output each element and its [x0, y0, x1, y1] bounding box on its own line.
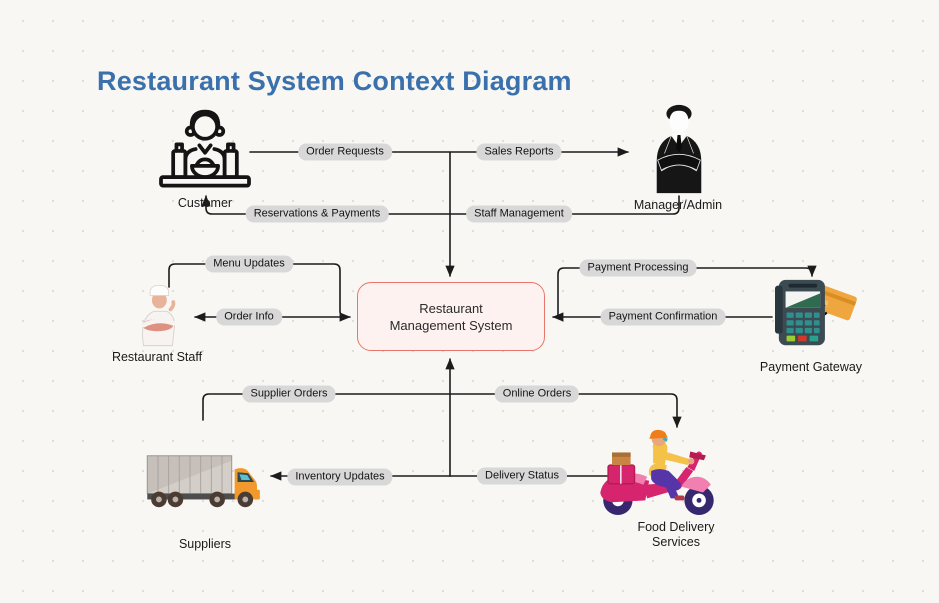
flow-label-staff-management: Staff Management: [466, 205, 572, 223]
entity-label-suppliers: Suppliers: [178, 537, 232, 551]
flow-label-online-orders: Online Orders: [494, 385, 580, 403]
delivery-truck-icon: [146, 455, 260, 508]
flow-label-reservations-payments: Reservations & Payments: [245, 205, 389, 223]
flow-label-sales-reports: Sales Reports: [476, 143, 562, 161]
entity-label-payment-gateway: Payment Gateway: [759, 360, 863, 374]
pos-terminal-card-icon: [775, 279, 857, 346]
flow-label-menu-updates: Menu Updates: [205, 255, 293, 273]
entity-label-food-delivery: Food Delivery Services: [637, 520, 715, 549]
entity-label-staff: Restaurant Staff: [111, 350, 203, 364]
flow-label-supplier-orders: Supplier Orders: [242, 385, 336, 403]
dining-customer-icon: [159, 109, 251, 188]
flow-label-inventory-updates: Inventory Updates: [287, 468, 393, 486]
flow-label-payment-processing: Payment Processing: [579, 259, 697, 277]
system-process-label: Restaurant Management System: [389, 300, 513, 333]
flow-label-payment-confirmation: Payment Confirmation: [600, 308, 726, 326]
system-process-box: Restaurant Management System: [357, 282, 545, 351]
flow-label-delivery-status: Delivery Status: [477, 467, 567, 485]
entity-label-customer: Customer: [177, 196, 233, 210]
chef-icon: [141, 284, 176, 347]
diagram-title: Restaurant System Context Diagram: [97, 66, 572, 96]
delivery-scooter-icon: [600, 429, 714, 516]
businessman-icon: [656, 104, 702, 194]
flow-label-order-info: Order Info: [216, 308, 282, 326]
entity-label-manager: Manager/Admin: [633, 198, 723, 212]
flow-label-order-requests: Order Requests: [298, 143, 392, 161]
